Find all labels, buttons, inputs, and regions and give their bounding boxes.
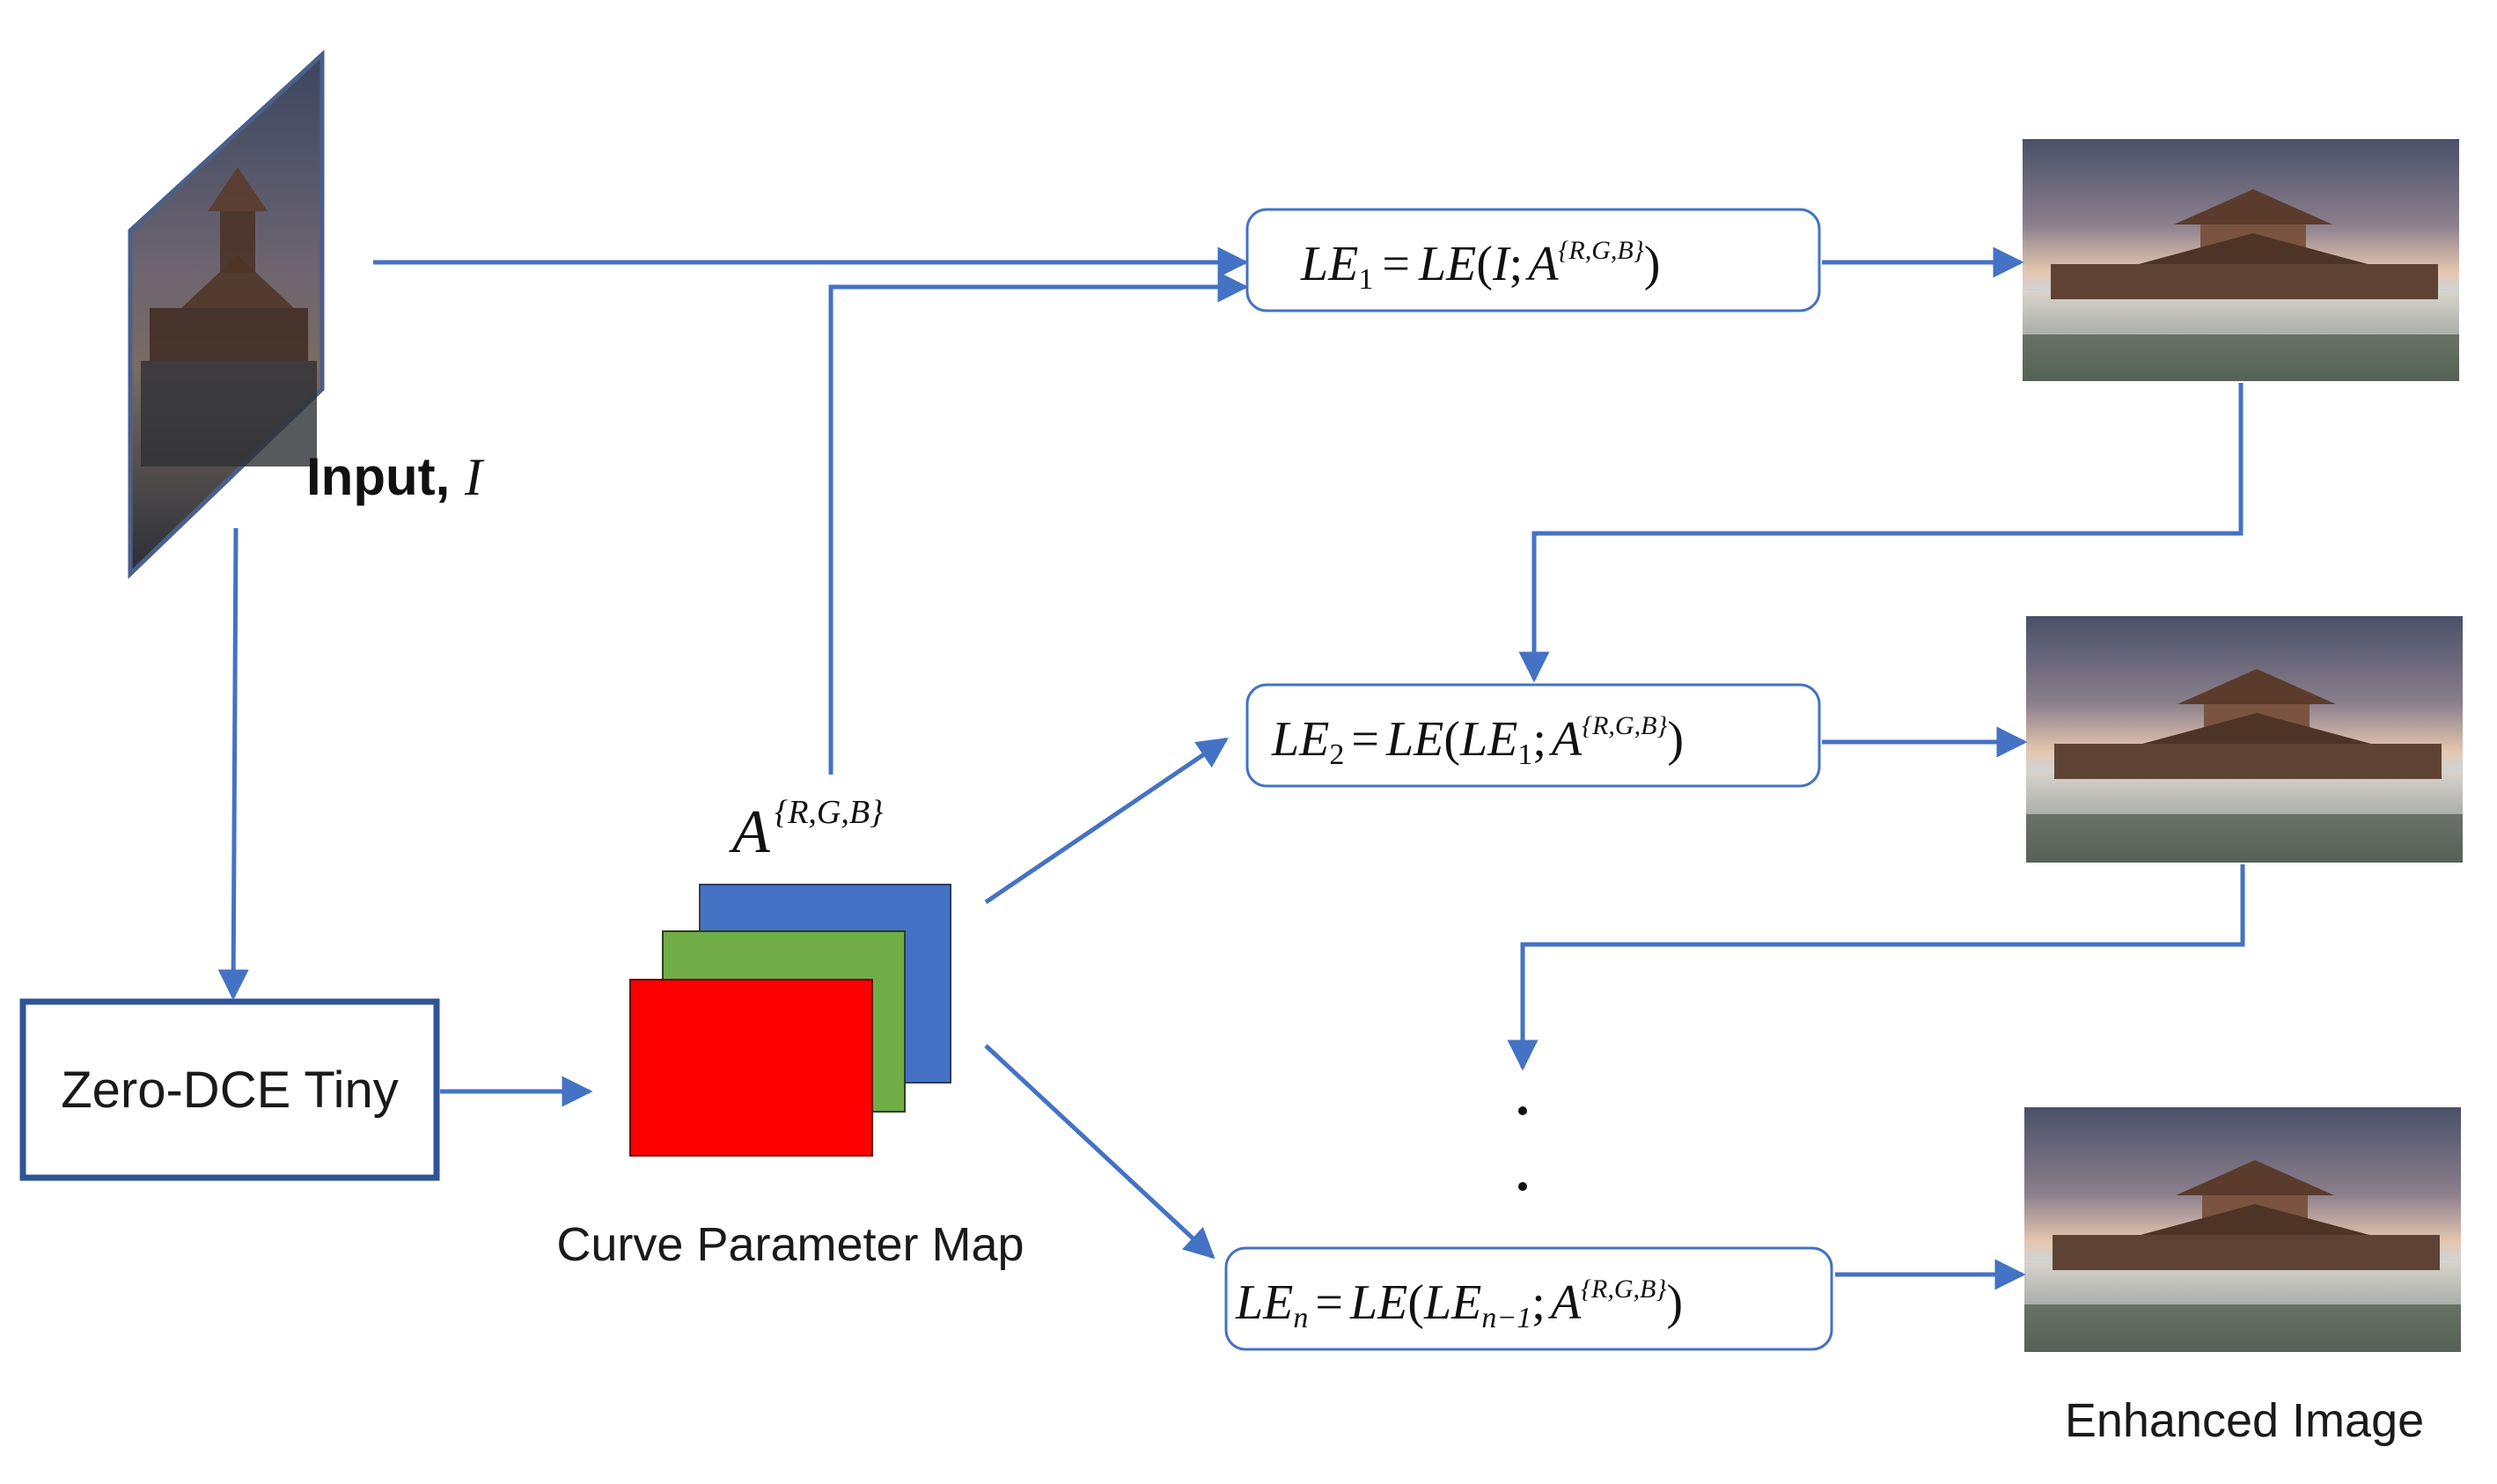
arrow-param-to-eq2 (984, 737, 1229, 905)
network-box: Zero-DCE Tiny (19, 998, 440, 1181)
enhanced-image-n (2024, 1107, 2461, 1352)
arrow-param-to-eq1 (828, 271, 1249, 775)
svg-text:LEn=LE(LEn−1;A{R,G,B}): LEn=LE(LEn−1;A{R,G,B}) (1235, 1275, 1683, 1334)
curve-parameter-map (629, 884, 951, 1157)
svg-text:LE1=LE(I;A{R,G,B}): LE1=LE(I;A{R,G,B}) (1300, 236, 1660, 296)
channel-red (629, 979, 873, 1157)
arrows (217, 246, 2245, 1290)
input-label: Input, I (306, 447, 485, 506)
param-map-caption: Curve Parameter Map (556, 1218, 1024, 1271)
equation-box-2: LE2=LE(LE1;A{R,G,B}) (1245, 683, 1821, 788)
arrow-input-to-network (217, 527, 249, 1001)
equation-box-n: LEn=LE(LEn−1;A{R,G,B}) (1224, 1246, 1833, 1351)
output-caption: Enhanced Image (2065, 1394, 2424, 1447)
svg-text:Input, I: Input, I (306, 447, 485, 506)
arrow-param-to-eqn (984, 1044, 1215, 1260)
svg-text:LE2=LE(LE1;A{R,G,B}): LE2=LE(LE1;A{R,G,B}) (1271, 711, 1684, 771)
enhanced-image-1 (2023, 139, 2459, 381)
ellipsis-dots (1518, 1106, 1527, 1191)
network-label: Zero-DCE Tiny (61, 1062, 399, 1119)
input-image (128, 49, 325, 579)
param-label: A {R,G,B} (729, 794, 883, 866)
enhanced-image-2 (2026, 616, 2463, 863)
svg-text:A: A (729, 798, 770, 866)
svg-text:{R,G,B}: {R,G,B} (775, 794, 883, 831)
arrow-img1-to-eq2 (1518, 383, 2244, 683)
equation-box-1: LE1=LE(I;A{R,G,B}) (1245, 208, 1821, 312)
arrow-img2-to-next (1507, 864, 2245, 1071)
